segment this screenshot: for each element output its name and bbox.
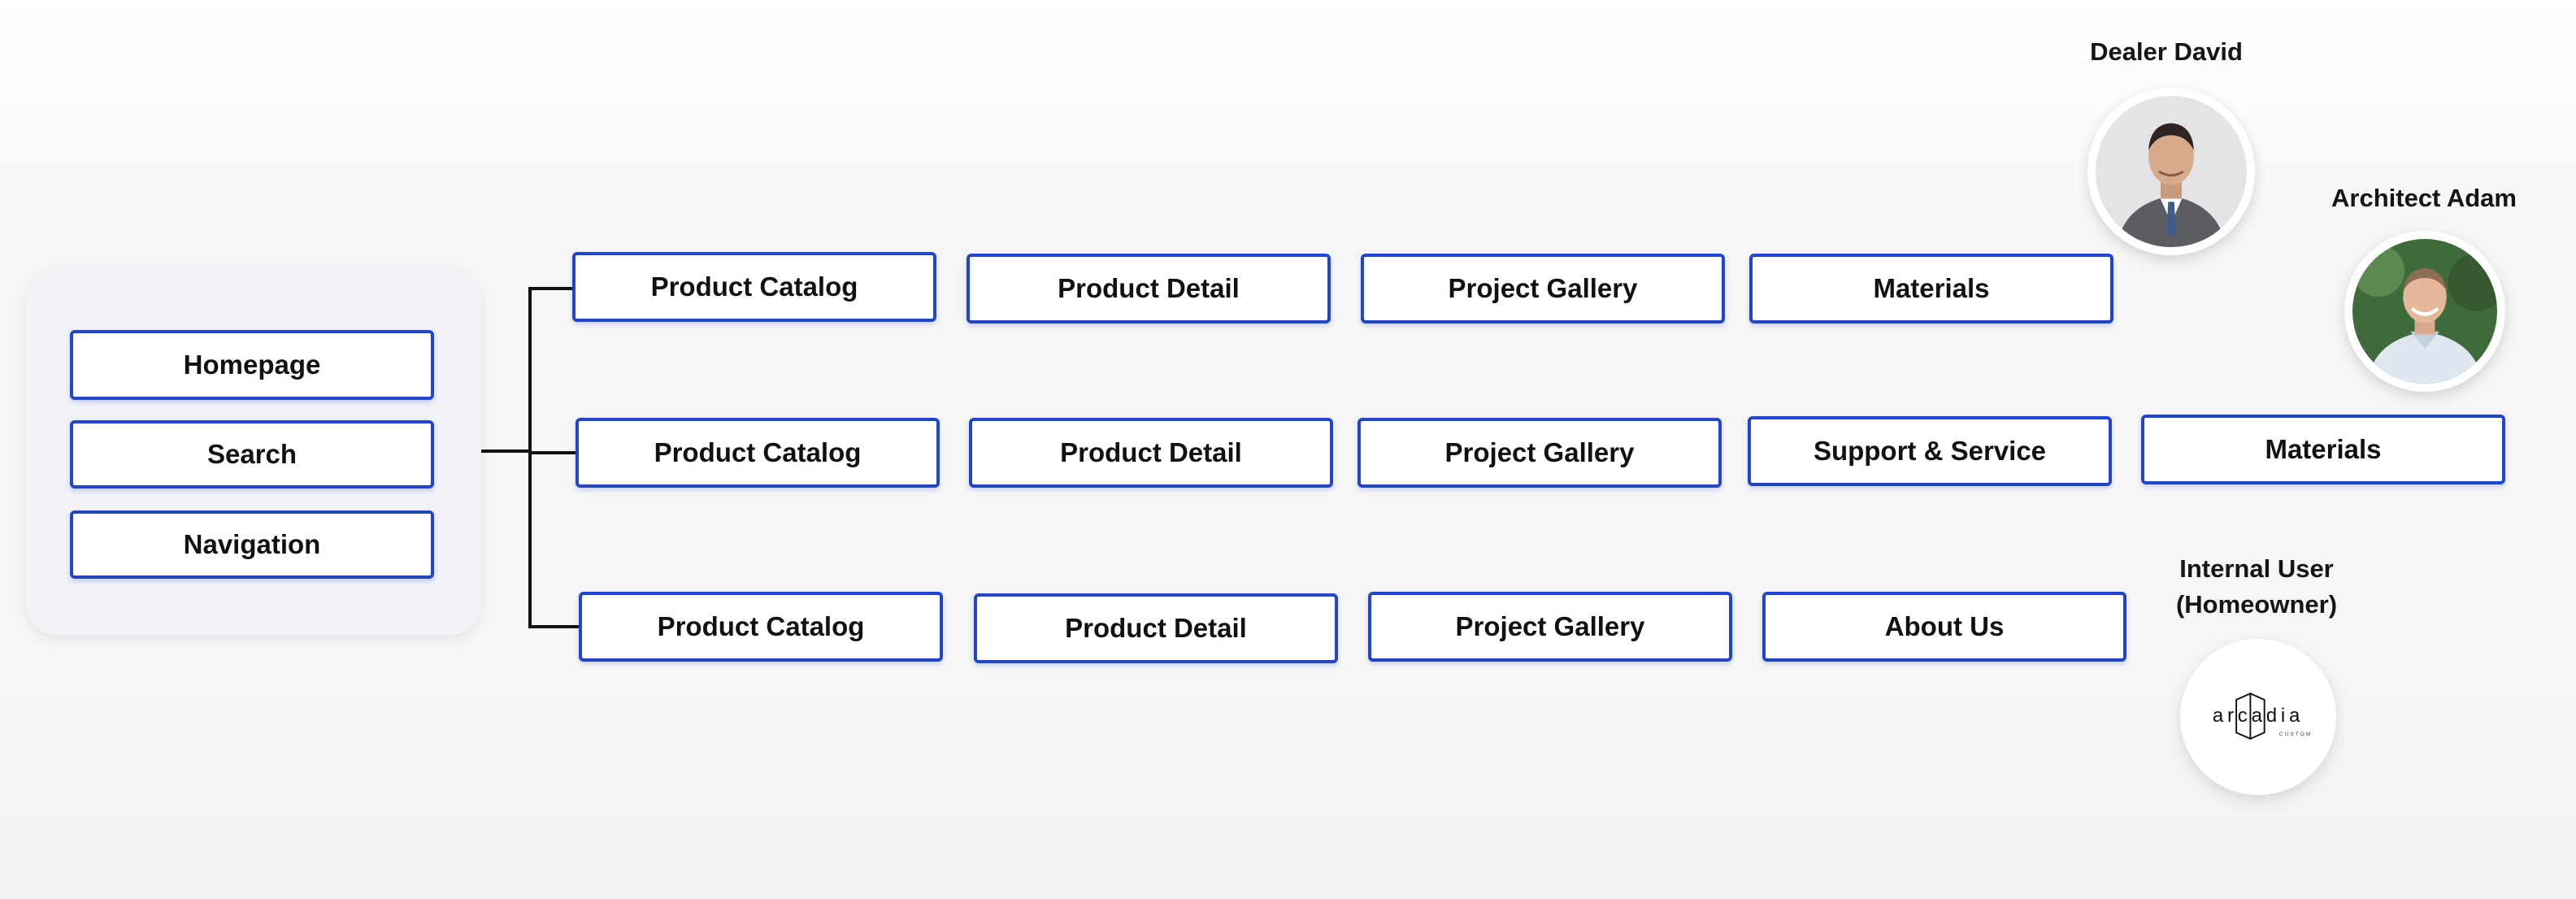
row2-support-service-node: Support & Service — [1748, 416, 2112, 486]
row3-project-gallery-node: Project Gallery — [1368, 592, 1732, 662]
persona-label-internal-user: Internal User (Homeowner) — [2143, 551, 2370, 623]
row2-project-gallery-node: Project Gallery — [1358, 418, 1722, 488]
row3-product-detail-node: Product Detail — [974, 593, 1338, 663]
dealer-david-avatar — [2087, 88, 2255, 255]
dealer-david-photo-icon — [2096, 96, 2247, 247]
arcadia-logo-icon: arcadia CUSTOM — [2213, 692, 2313, 740]
arcadia-subtext: CUSTOM — [2279, 732, 2313, 737]
connector-branch-row-2 — [528, 451, 576, 454]
row1-materials-node: Materials — [1749, 254, 2113, 324]
row2-product-catalog-node: Product Catalog — [576, 418, 940, 488]
row3-product-catalog-node: Product Catalog — [579, 592, 943, 662]
connector-branch-row-3 — [528, 625, 579, 628]
search-node: Search — [70, 420, 434, 489]
row2-product-detail-node: Product Detail — [969, 418, 1333, 488]
row2-materials-node: Materials — [2141, 415, 2505, 484]
persona-label-internal-user-line1: Internal User — [2179, 554, 2334, 583]
row1-product-detail-node: Product Detail — [967, 254, 1331, 324]
navigation-node: Navigation — [70, 510, 434, 579]
persona-label-internal-user-line2: (Homeowner) — [2175, 590, 2338, 619]
row3-about-us-node: About Us — [1762, 592, 2126, 662]
architect-adam-avatar — [2344, 231, 2505, 392]
architect-adam-photo-icon — [2352, 239, 2497, 384]
row1-project-gallery-node: Project Gallery — [1361, 254, 1725, 324]
persona-label-architect-adam: Architect Adam — [2331, 184, 2517, 212]
persona-label-dealer-david: Dealer David — [2090, 37, 2243, 66]
homepage-node: Homepage — [70, 330, 434, 400]
row1-product-catalog-node: Product Catalog — [572, 252, 936, 322]
connector-branch-row-1 — [528, 287, 574, 290]
connector-trunk — [481, 450, 532, 453]
arcadia-logo-badge: arcadia CUSTOM — [2180, 639, 2336, 795]
arcadia-wordmark: arcadia — [2213, 705, 2304, 727]
connector-spine — [528, 287, 532, 628]
